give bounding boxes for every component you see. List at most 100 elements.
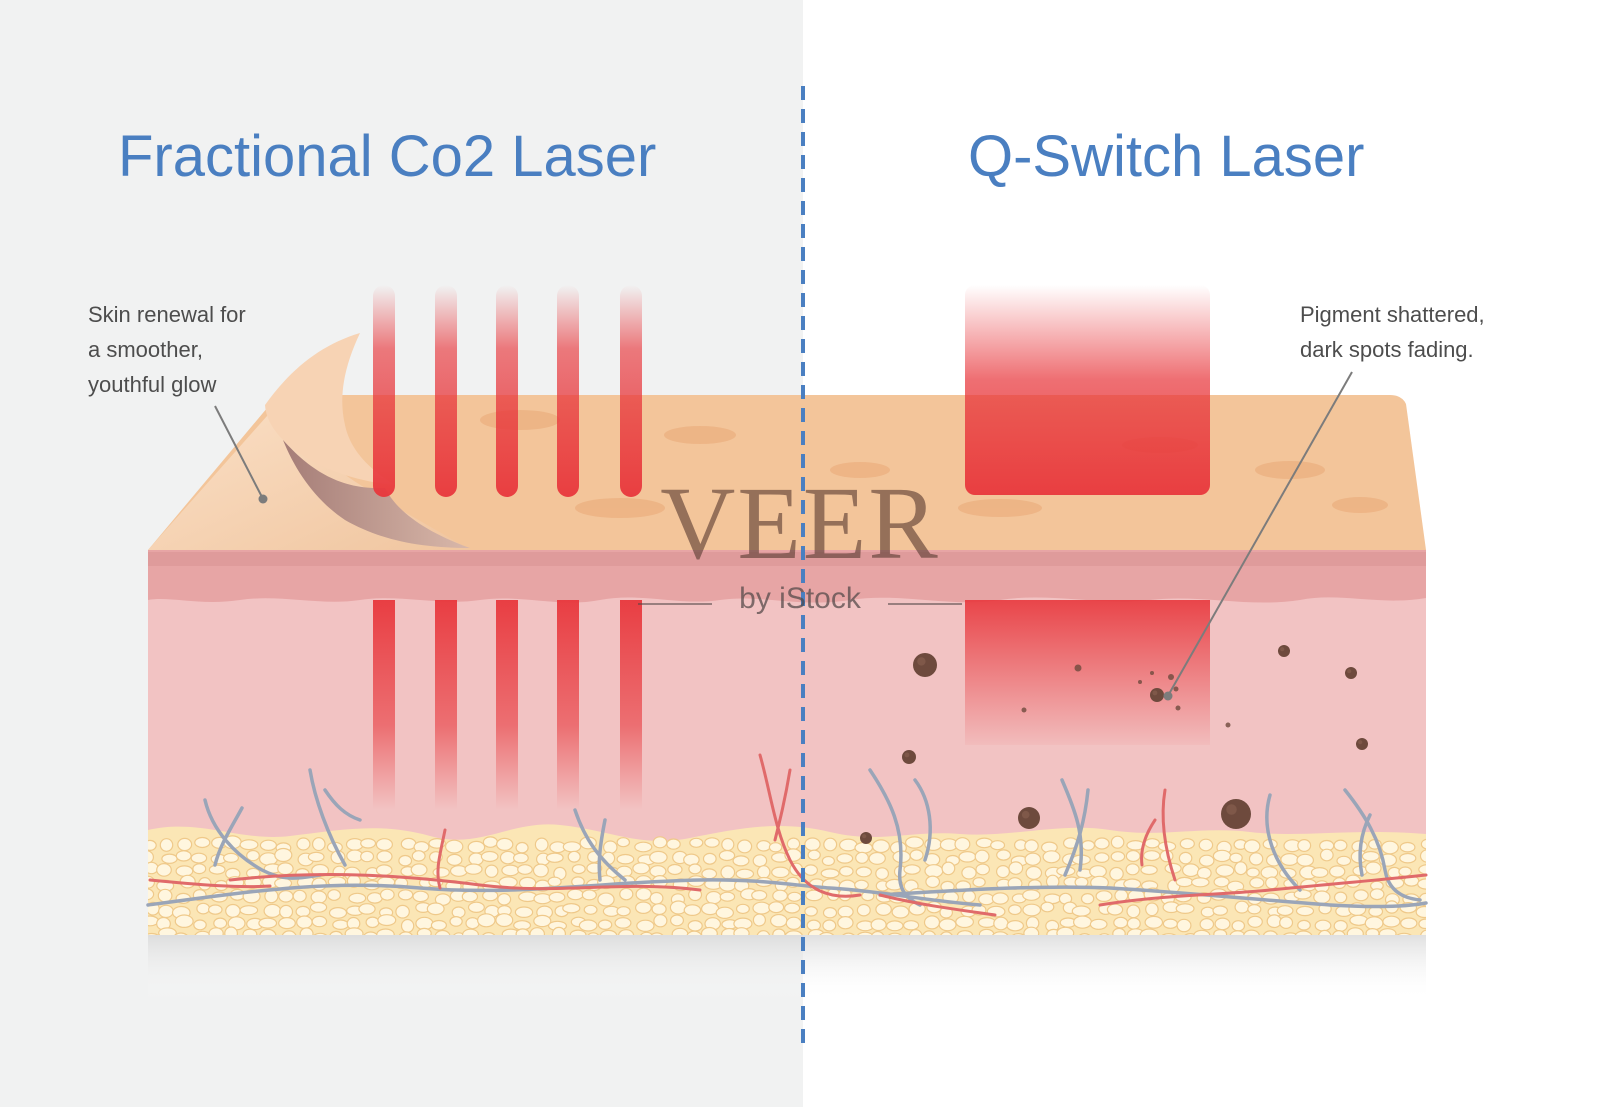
fat-cell <box>1310 866 1329 878</box>
fat-cell <box>534 837 549 852</box>
fat-cell <box>1140 864 1158 876</box>
pigment-highlight <box>1358 740 1363 745</box>
fat-cell <box>955 915 974 929</box>
fat-cell <box>842 932 855 935</box>
fat-cell <box>259 839 277 852</box>
fat-cell <box>148 839 157 851</box>
fat-cell <box>1215 864 1235 877</box>
co2-beam-upper <box>496 285 518 497</box>
fat-cell <box>377 914 397 927</box>
fat-cell <box>213 917 228 929</box>
fat-cell <box>686 930 702 935</box>
fat-cell <box>1191 877 1210 888</box>
fat-cell <box>822 907 838 919</box>
fat-cell <box>1229 852 1243 864</box>
fat-cell <box>398 931 413 935</box>
fat-cell <box>192 863 207 875</box>
fat-cell <box>903 864 921 875</box>
fat-cell <box>1125 849 1141 863</box>
fat-cell <box>756 865 771 879</box>
fat-cell <box>806 919 822 932</box>
fat-cell <box>996 849 1012 861</box>
fat-cell <box>446 853 463 867</box>
fat-cell <box>616 853 635 865</box>
artery <box>1140 818 1157 867</box>
fat-cell <box>614 917 632 929</box>
fat-cell <box>430 919 447 931</box>
fat-cell <box>1294 930 1313 935</box>
pigment-highlight <box>1152 690 1158 696</box>
left-callout-line-1: Skin renewal for <box>88 302 246 327</box>
fat-cell <box>990 840 1006 851</box>
fat-cell <box>1144 915 1164 929</box>
fat-cell <box>1098 933 1110 935</box>
fat-cell <box>820 868 840 879</box>
fat-cell <box>720 865 736 880</box>
fat-cell <box>700 926 718 935</box>
fat-cell <box>1176 918 1192 933</box>
fat-cell <box>194 836 211 849</box>
fat-cell <box>1023 926 1040 935</box>
fat-cell <box>1142 850 1161 862</box>
fat-cell <box>299 927 314 935</box>
vein <box>573 808 627 882</box>
fat-cell <box>1022 889 1041 901</box>
fat-cell <box>838 838 858 852</box>
fat-cell <box>961 866 977 880</box>
fat-cell <box>1144 838 1160 849</box>
fat-cell <box>805 889 824 902</box>
fat-cell <box>547 876 562 887</box>
fat-cell <box>562 903 581 914</box>
fat-cell <box>786 837 801 851</box>
fat-cell <box>689 837 704 848</box>
fat-cell <box>156 863 172 877</box>
fat-cell <box>449 865 468 877</box>
fat-cell <box>161 853 178 864</box>
fat-cell <box>1198 854 1215 867</box>
fat-cell <box>772 889 788 902</box>
fat-cell <box>666 838 681 850</box>
fat-cell <box>769 913 788 928</box>
fat-cell <box>972 877 986 888</box>
fat-cell <box>515 928 530 935</box>
fat-cell <box>1234 861 1248 876</box>
fat-cell <box>1246 867 1260 878</box>
fat-cell <box>1418 864 1426 875</box>
fat-cell <box>1126 917 1141 930</box>
fat-cell <box>1114 888 1129 903</box>
fat-cell <box>1248 852 1264 866</box>
fat-cell <box>838 865 854 877</box>
fat-cell <box>807 849 821 861</box>
fat-cell <box>453 932 465 935</box>
fat-cell <box>223 852 240 864</box>
fat-cell <box>993 916 1009 931</box>
fat-cell <box>432 867 450 878</box>
fat-cell <box>190 852 208 864</box>
fat-cell <box>258 917 278 929</box>
fat-cell <box>1212 849 1232 863</box>
fat-cell <box>653 914 668 928</box>
fat-cell <box>174 932 188 935</box>
fat-cell <box>616 837 631 848</box>
fat-cell <box>332 919 350 930</box>
fat-cell <box>924 864 944 878</box>
fat-cell <box>292 889 307 903</box>
fat-cell <box>1178 851 1193 865</box>
fat-cell <box>1415 905 1426 919</box>
fat-cell <box>721 837 735 852</box>
fat-cell <box>174 914 194 928</box>
fat-cell <box>1179 838 1195 850</box>
fat-cell <box>1200 906 1215 918</box>
fat-cell <box>855 866 873 878</box>
pigment-spot <box>860 832 872 844</box>
fat-cell <box>1006 920 1024 932</box>
fat-cell <box>562 841 582 853</box>
fat-cell <box>513 852 529 864</box>
fat-cell <box>514 906 534 918</box>
fat-cell <box>636 919 655 933</box>
vein <box>308 768 347 867</box>
fat-cell <box>1109 866 1124 881</box>
fat-cell <box>348 892 367 904</box>
fat-cell <box>517 864 533 875</box>
